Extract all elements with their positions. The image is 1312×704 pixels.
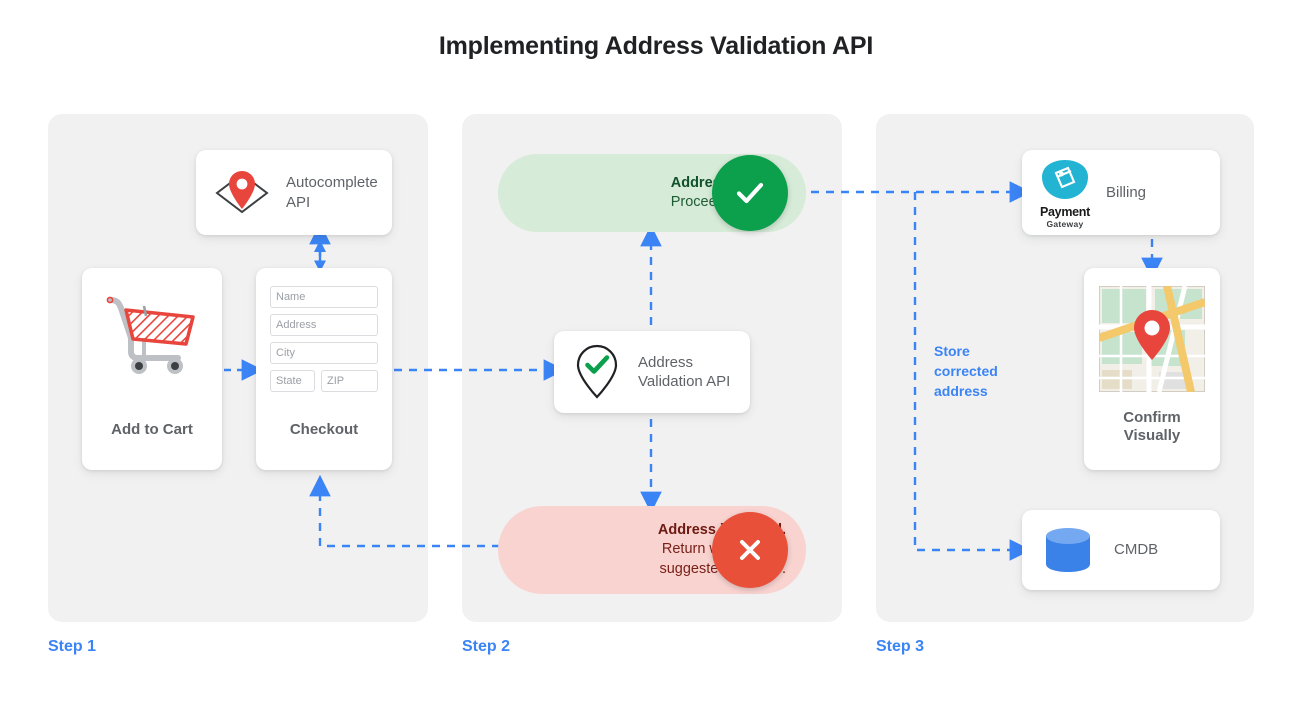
cmdb-card[interactable]: CMDB	[1022, 510, 1220, 590]
confirm-visually-card[interactable]: Confirm Visually	[1084, 268, 1220, 470]
map-thumbnail-icon	[1099, 286, 1205, 392]
page-title: Implementing Address Validation API	[438, 32, 874, 60]
billing-label: Billing	[1106, 183, 1147, 201]
city-field[interactable]: City	[270, 342, 378, 364]
add-to-cart-card[interactable]: Add to Cart	[82, 268, 222, 470]
bidirectional-arrow	[314, 240, 326, 272]
state-field[interactable]: State	[270, 370, 315, 392]
address-validation-api-card[interactable]: Address Validation API	[554, 331, 750, 413]
checkout-label: Checkout	[289, 421, 359, 438]
address-field[interactable]: Address	[270, 314, 378, 336]
map-pin-diamond-icon	[215, 170, 269, 213]
step-2-label: Step 2	[462, 638, 511, 655]
state-zip-row: State ZIP	[270, 370, 378, 398]
add-to-cart-label: Add to Cart	[111, 421, 193, 438]
map-pin-check-icon	[576, 344, 618, 399]
cmdb-label: CMDB	[1114, 541, 1159, 559]
check-glyph	[736, 182, 764, 204]
checkout-card[interactable]: Name Address City State ZIP Checkout	[256, 268, 392, 470]
check-circle-icon	[712, 155, 788, 231]
payment-gateway-mark	[1042, 159, 1088, 199]
address-validation-api-label: Address Validation API	[638, 353, 731, 391]
autocomplete-api-label: Autocomplete API	[286, 174, 378, 211]
billing-card[interactable]: Payment Gateway Billing	[1022, 150, 1220, 235]
payment-gateway-logo-line1: Payment	[1039, 204, 1090, 219]
x-circle-icon	[712, 512, 788, 588]
autocomplete-api-card[interactable]: Autocomplete API	[196, 150, 392, 235]
step-1-label: Step 1	[48, 638, 97, 655]
payment-gateway-icon: Payment Gateway	[1038, 157, 1092, 229]
step-3-label: Step 3	[876, 638, 925, 655]
payment-gateway-logo-line2: Gateway	[1046, 218, 1084, 229]
database-icon	[1046, 528, 1090, 572]
shopping-cart-icon	[106, 296, 195, 374]
store-corrected-address-note: Store corrected address	[934, 343, 998, 399]
name-field[interactable]: Name	[270, 286, 378, 308]
zip-field[interactable]: ZIP	[321, 370, 378, 392]
confirm-visually-label: Confirm Visually	[1123, 408, 1181, 445]
x-glyph	[740, 540, 760, 560]
